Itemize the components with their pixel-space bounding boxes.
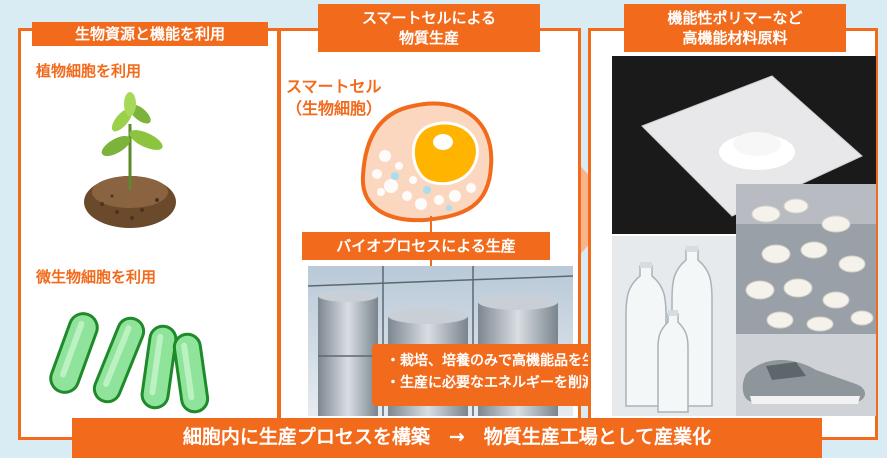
panel1-title: 生物資源と機能を利用 [32, 22, 268, 46]
plastic-bottles-photo [612, 236, 736, 416]
sneakers-photo [736, 334, 876, 416]
white-powder-photo [612, 56, 876, 234]
microbe-cell-label: 微生物細胞を利用 [36, 268, 157, 286]
bioprocess-label: バイオプロセスによる生産 [302, 232, 550, 260]
summary-banner: 細胞内に生産プロセスを構築 → 物質生産工場として産業化 [72, 418, 822, 458]
panel2-title: スマートセルによる 物質生産 [318, 4, 540, 52]
pills-photo [736, 184, 876, 334]
panel3-title-line1: 機能性ポリマーなど [667, 9, 803, 27]
smart-cell-illustration [360, 101, 494, 304]
bacteria-cells-illustration [46, 292, 216, 422]
benefit-cultivation: ・栽培、培養のみで高機能品を生産 [386, 353, 610, 369]
smart-cell-label-line1: スマートセル [286, 77, 382, 96]
smart-cell-label: スマートセル （生物細胞） [286, 76, 382, 120]
plant-seedling-photo [72, 84, 187, 234]
smart-cell-label-line2: （生物細胞） [286, 99, 383, 118]
plant-cell-label: 植物細胞を利用 [36, 62, 142, 80]
panel3-title: 機能性ポリマーなど 高機能材料原料 [624, 4, 846, 52]
panel2-title-line2: 物質生産 [398, 29, 459, 47]
panel3-title-line2: 高機能材料原料 [682, 29, 788, 47]
panel2-title-line1: スマートセルによる [361, 9, 497, 27]
benefit-energy: ・生産に必要なエネルギーを削減 [386, 375, 596, 391]
